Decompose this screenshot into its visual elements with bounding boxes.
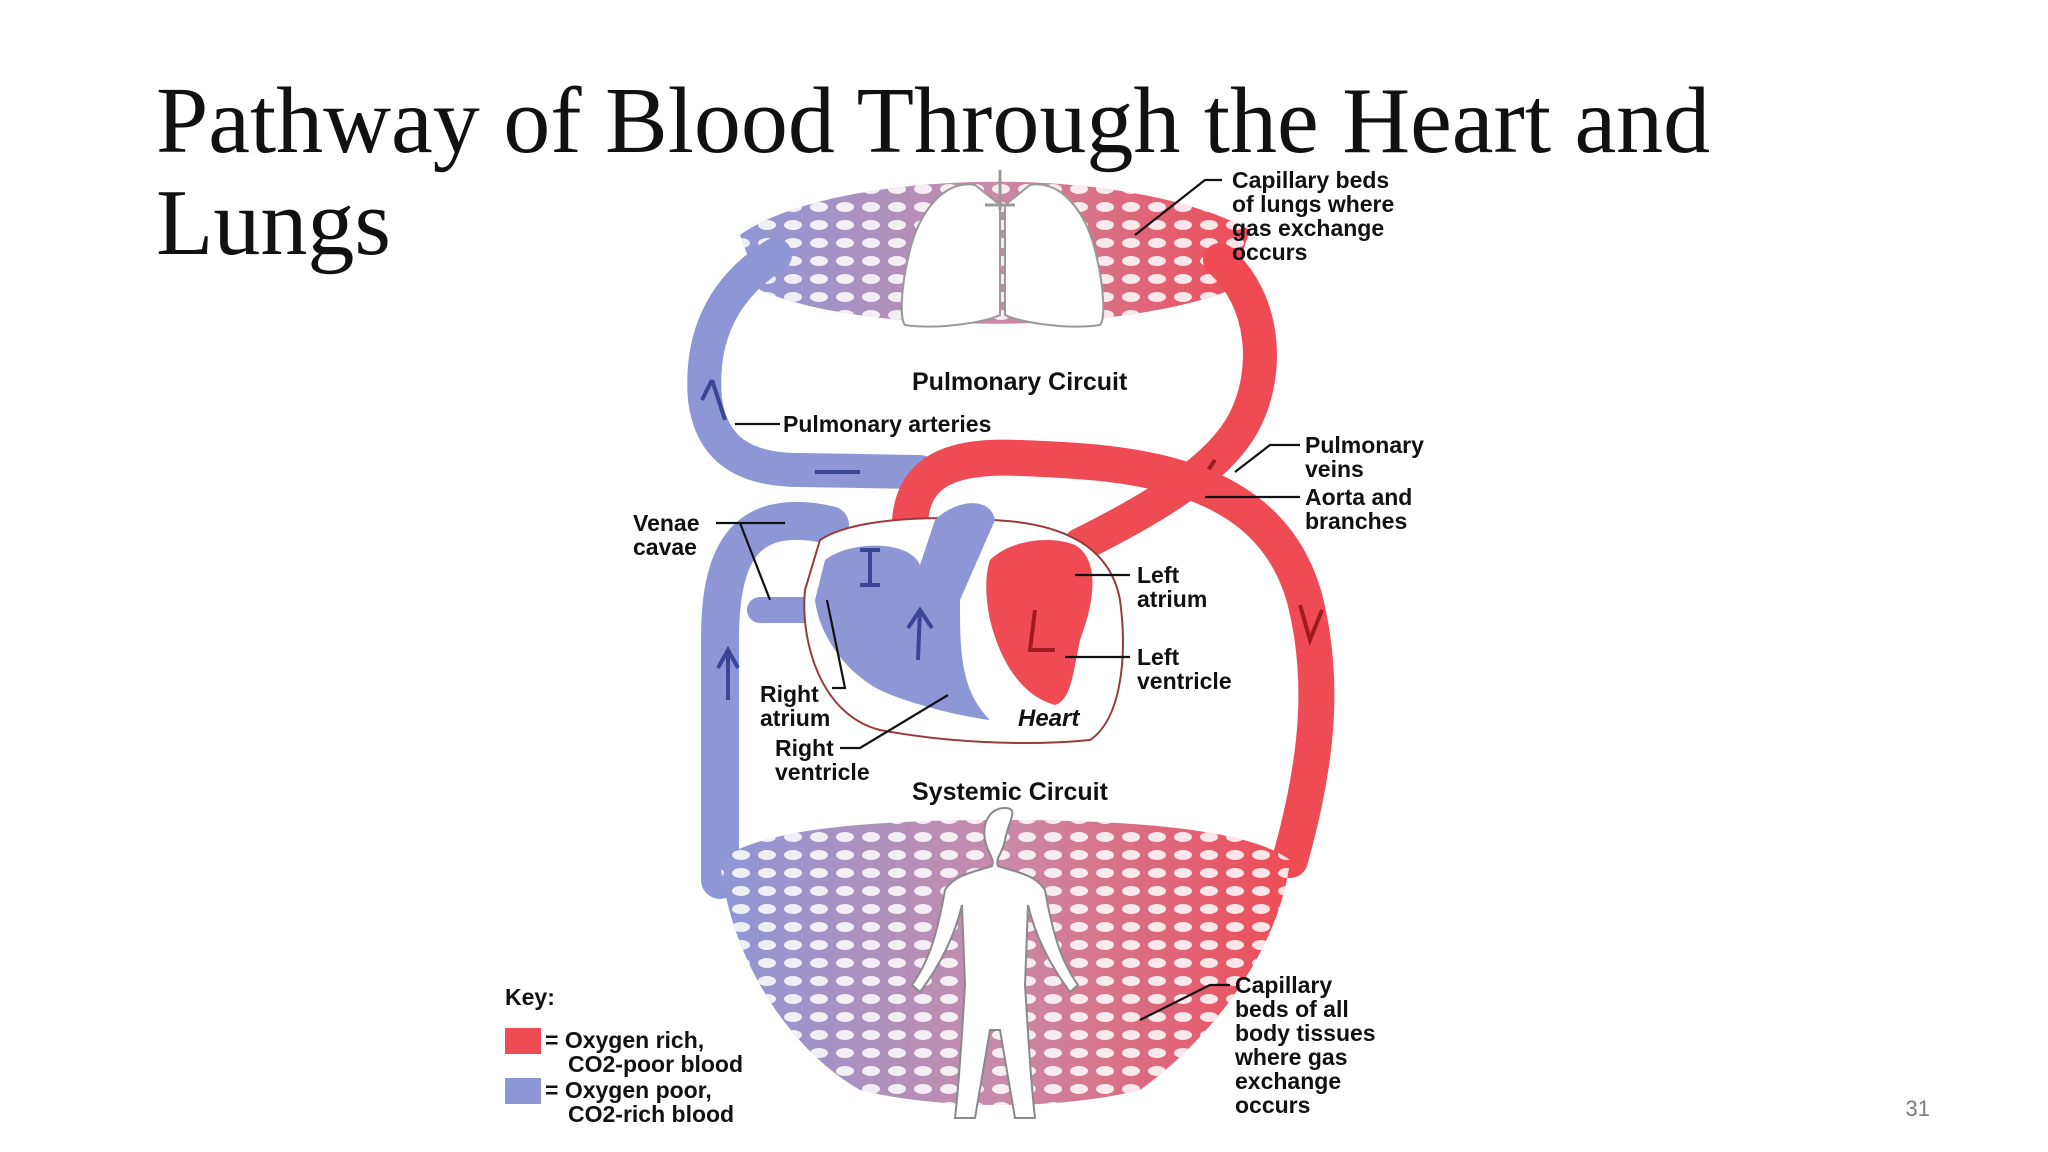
right-atrium-label: Right atrium — [760, 681, 830, 731]
key-oxygen-poor-label: = Oxygen poor, CO2-rich blood — [545, 1077, 734, 1127]
key-title: Key: — [505, 984, 555, 1010]
slide-title-line-2: Lungs — [156, 171, 391, 275]
pulmonary-vein-vessel — [1063, 243, 1277, 562]
capillary-body-label: Capillary beds of all body tissues where… — [1234, 972, 1382, 1118]
key-swatch-oxygen-poor — [505, 1078, 541, 1104]
venae-cavae-vessel — [701, 501, 849, 899]
leader-right-ventricle — [840, 694, 949, 750]
leader-capillary-lungs — [1134, 178, 1222, 236]
aorta-label: Aorta and branches — [1305, 484, 1419, 534]
pulmonary-veins-label: Pulmonary veins — [1305, 432, 1430, 482]
leader-right-atrium — [825, 599, 847, 690]
pulmonary-artery-vessel — [687, 238, 937, 489]
venae-cavae-label: Venae cavae — [633, 510, 706, 560]
left-heart-chambers — [986, 540, 1093, 705]
slide-title: Pathway of Blood Through the Heart and L… — [156, 70, 1856, 274]
left-ventricle-label: Left ventricle — [1137, 644, 1232, 694]
page-number: 31 — [1905, 1096, 1930, 1121]
aorta-vessel — [891, 439, 1335, 878]
human-silhouette — [910, 806, 1080, 1119]
leader-capillary-body — [1139, 983, 1230, 1021]
heart-label: Heart — [1018, 705, 1080, 732]
right-ventricle-label: Right ventricle — [775, 735, 870, 785]
key-oxygen-rich-label: = Oxygen rich, CO2-poor blood — [545, 1027, 743, 1077]
left-atrium-label: Left atrium — [1137, 562, 1207, 612]
systemic-circuit-label: Systemic Circuit — [912, 778, 1109, 806]
pulmonary-arteries-label: Pulmonary arteries — [783, 411, 991, 437]
right-heart-chambers — [815, 503, 995, 720]
leader-venae-cavae — [716, 521, 785, 601]
leader-pulmonary-veins — [1234, 443, 1300, 473]
key-swatch-oxygen-rich — [505, 1028, 541, 1054]
slide-title-line-1: Pathway of Blood Through the Heart and — [156, 69, 1711, 173]
pulmonary-circuit-label: Pulmonary Circuit — [912, 368, 1128, 396]
key-legend: Key: = Oxygen rich, CO2-poor blood = Oxy… — [505, 984, 743, 1127]
lungs-illustration — [900, 170, 1105, 328]
capillary-lungs-label: Capillary beds of lungs where gas exchan… — [1232, 167, 1401, 265]
